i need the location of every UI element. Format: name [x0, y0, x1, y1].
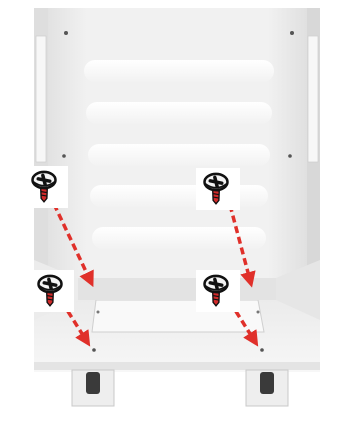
- ventilation-slot: [86, 102, 272, 124]
- mounting-hole: [260, 348, 264, 352]
- screw-icon: [30, 270, 74, 312]
- bracket-left-foot: [72, 370, 114, 406]
- ventilation-slot: [90, 185, 268, 207]
- mounting-hole: [288, 154, 292, 158]
- ventilation-slot: [88, 144, 270, 166]
- bracket-left-rail: [36, 36, 46, 162]
- ventilation-slot: [84, 60, 274, 82]
- mounting-hole: [257, 311, 260, 314]
- mounting-hole: [64, 31, 68, 35]
- screw-icon: [196, 168, 240, 210]
- bracket-front-edge: [34, 362, 320, 370]
- bracket-floor-ridge: [78, 278, 276, 300]
- screw-icon: [196, 270, 240, 312]
- mounting-hole: [92, 348, 96, 352]
- mounting-hole: [290, 31, 294, 35]
- mounting-hole: [62, 154, 66, 158]
- drive-bracket: [34, 8, 320, 406]
- screw-icon: [24, 166, 68, 208]
- mounting-hole: [97, 311, 100, 314]
- bracket-right-rail: [308, 36, 318, 162]
- bracket-right-foot: [246, 370, 288, 406]
